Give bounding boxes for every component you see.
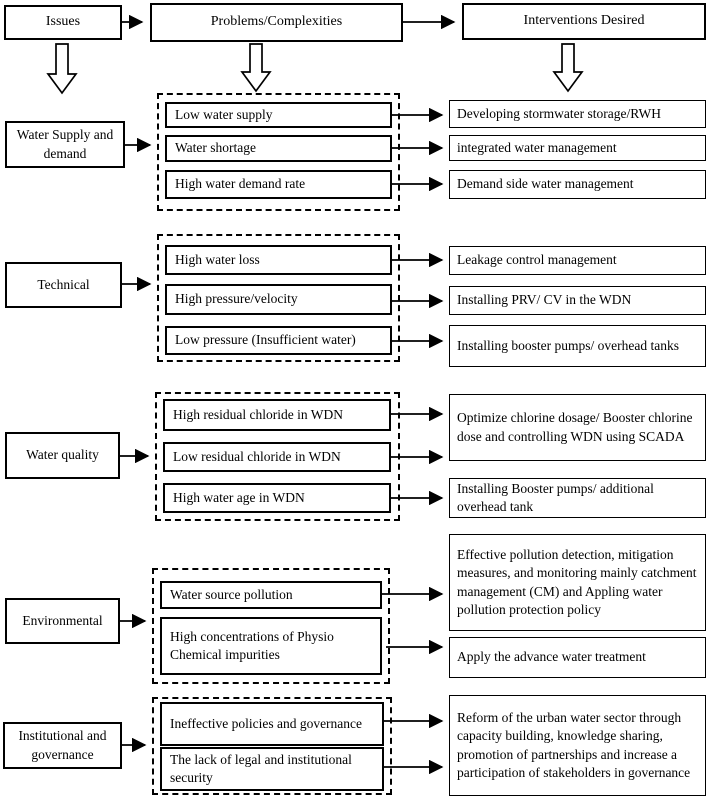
- down-arrow-icon: [552, 43, 584, 93]
- intervention-box: Demand side water management: [449, 170, 706, 199]
- category-environmental-box: Environmental: [5, 598, 120, 644]
- problem-box: Low water supply: [165, 102, 392, 128]
- intervention-box: Installing booster pumps/ overhead tanks: [449, 325, 706, 367]
- problem-box: High water demand rate: [165, 170, 392, 199]
- problems-header: Problems/Complexities: [150, 3, 403, 42]
- problem-box: Low pressure (Insufficient water): [165, 326, 392, 355]
- intervention-box: Optimize chlorine dosage/ Booster chlori…: [449, 394, 706, 461]
- problems-group-institutional: [152, 697, 392, 795]
- problems-group-water-supply: [157, 93, 400, 211]
- problem-box: High residual chloride in WDN: [163, 399, 391, 431]
- problem-box: High water loss: [165, 245, 392, 275]
- problem-box: Water source pollution: [160, 581, 382, 609]
- interventions-header: Interventions Desired: [462, 3, 706, 40]
- issues-header: Issues: [4, 5, 122, 40]
- problems-group-technical: [157, 234, 400, 362]
- intervention-box: Leakage control management: [449, 246, 706, 275]
- down-arrow-icon: [240, 43, 272, 93]
- category-technical-box: Technical: [5, 262, 122, 308]
- down-arrow-icon: [46, 43, 78, 95]
- problem-box: Low residual chloride in WDN: [163, 442, 391, 472]
- intervention-box: Reform of the urban water sector through…: [449, 695, 706, 796]
- problems-group-environmental: [152, 568, 390, 684]
- intervention-box: integrated water management: [449, 135, 706, 161]
- problems-group-water-quality: [155, 392, 400, 521]
- category-institutional-box: Institutional and governance: [3, 722, 122, 769]
- problem-box: High pressure/velocity: [165, 284, 392, 315]
- problem-box: Ineffective policies and governance: [160, 702, 384, 746]
- category-water-quality-box: Water quality: [5, 432, 120, 479]
- problem-box: The lack of legal and institutional secu…: [160, 747, 384, 791]
- problem-box: Water shortage: [165, 135, 392, 162]
- problem-box: High water age in WDN: [163, 483, 391, 513]
- intervention-box: Installing Booster pumps/ additional ove…: [449, 478, 706, 518]
- intervention-box: Apply the advance water treatment: [449, 637, 706, 678]
- intervention-box: Effective pollution detection, mitigatio…: [449, 534, 706, 631]
- intervention-box: Developing stormwater storage/RWH: [449, 100, 706, 128]
- category-water-supply-box: Water Supply and demand: [5, 121, 125, 168]
- intervention-box: Installing PRV/ CV in the WDN: [449, 286, 706, 315]
- problem-box: High concentrations of Physio Chemical i…: [160, 617, 382, 675]
